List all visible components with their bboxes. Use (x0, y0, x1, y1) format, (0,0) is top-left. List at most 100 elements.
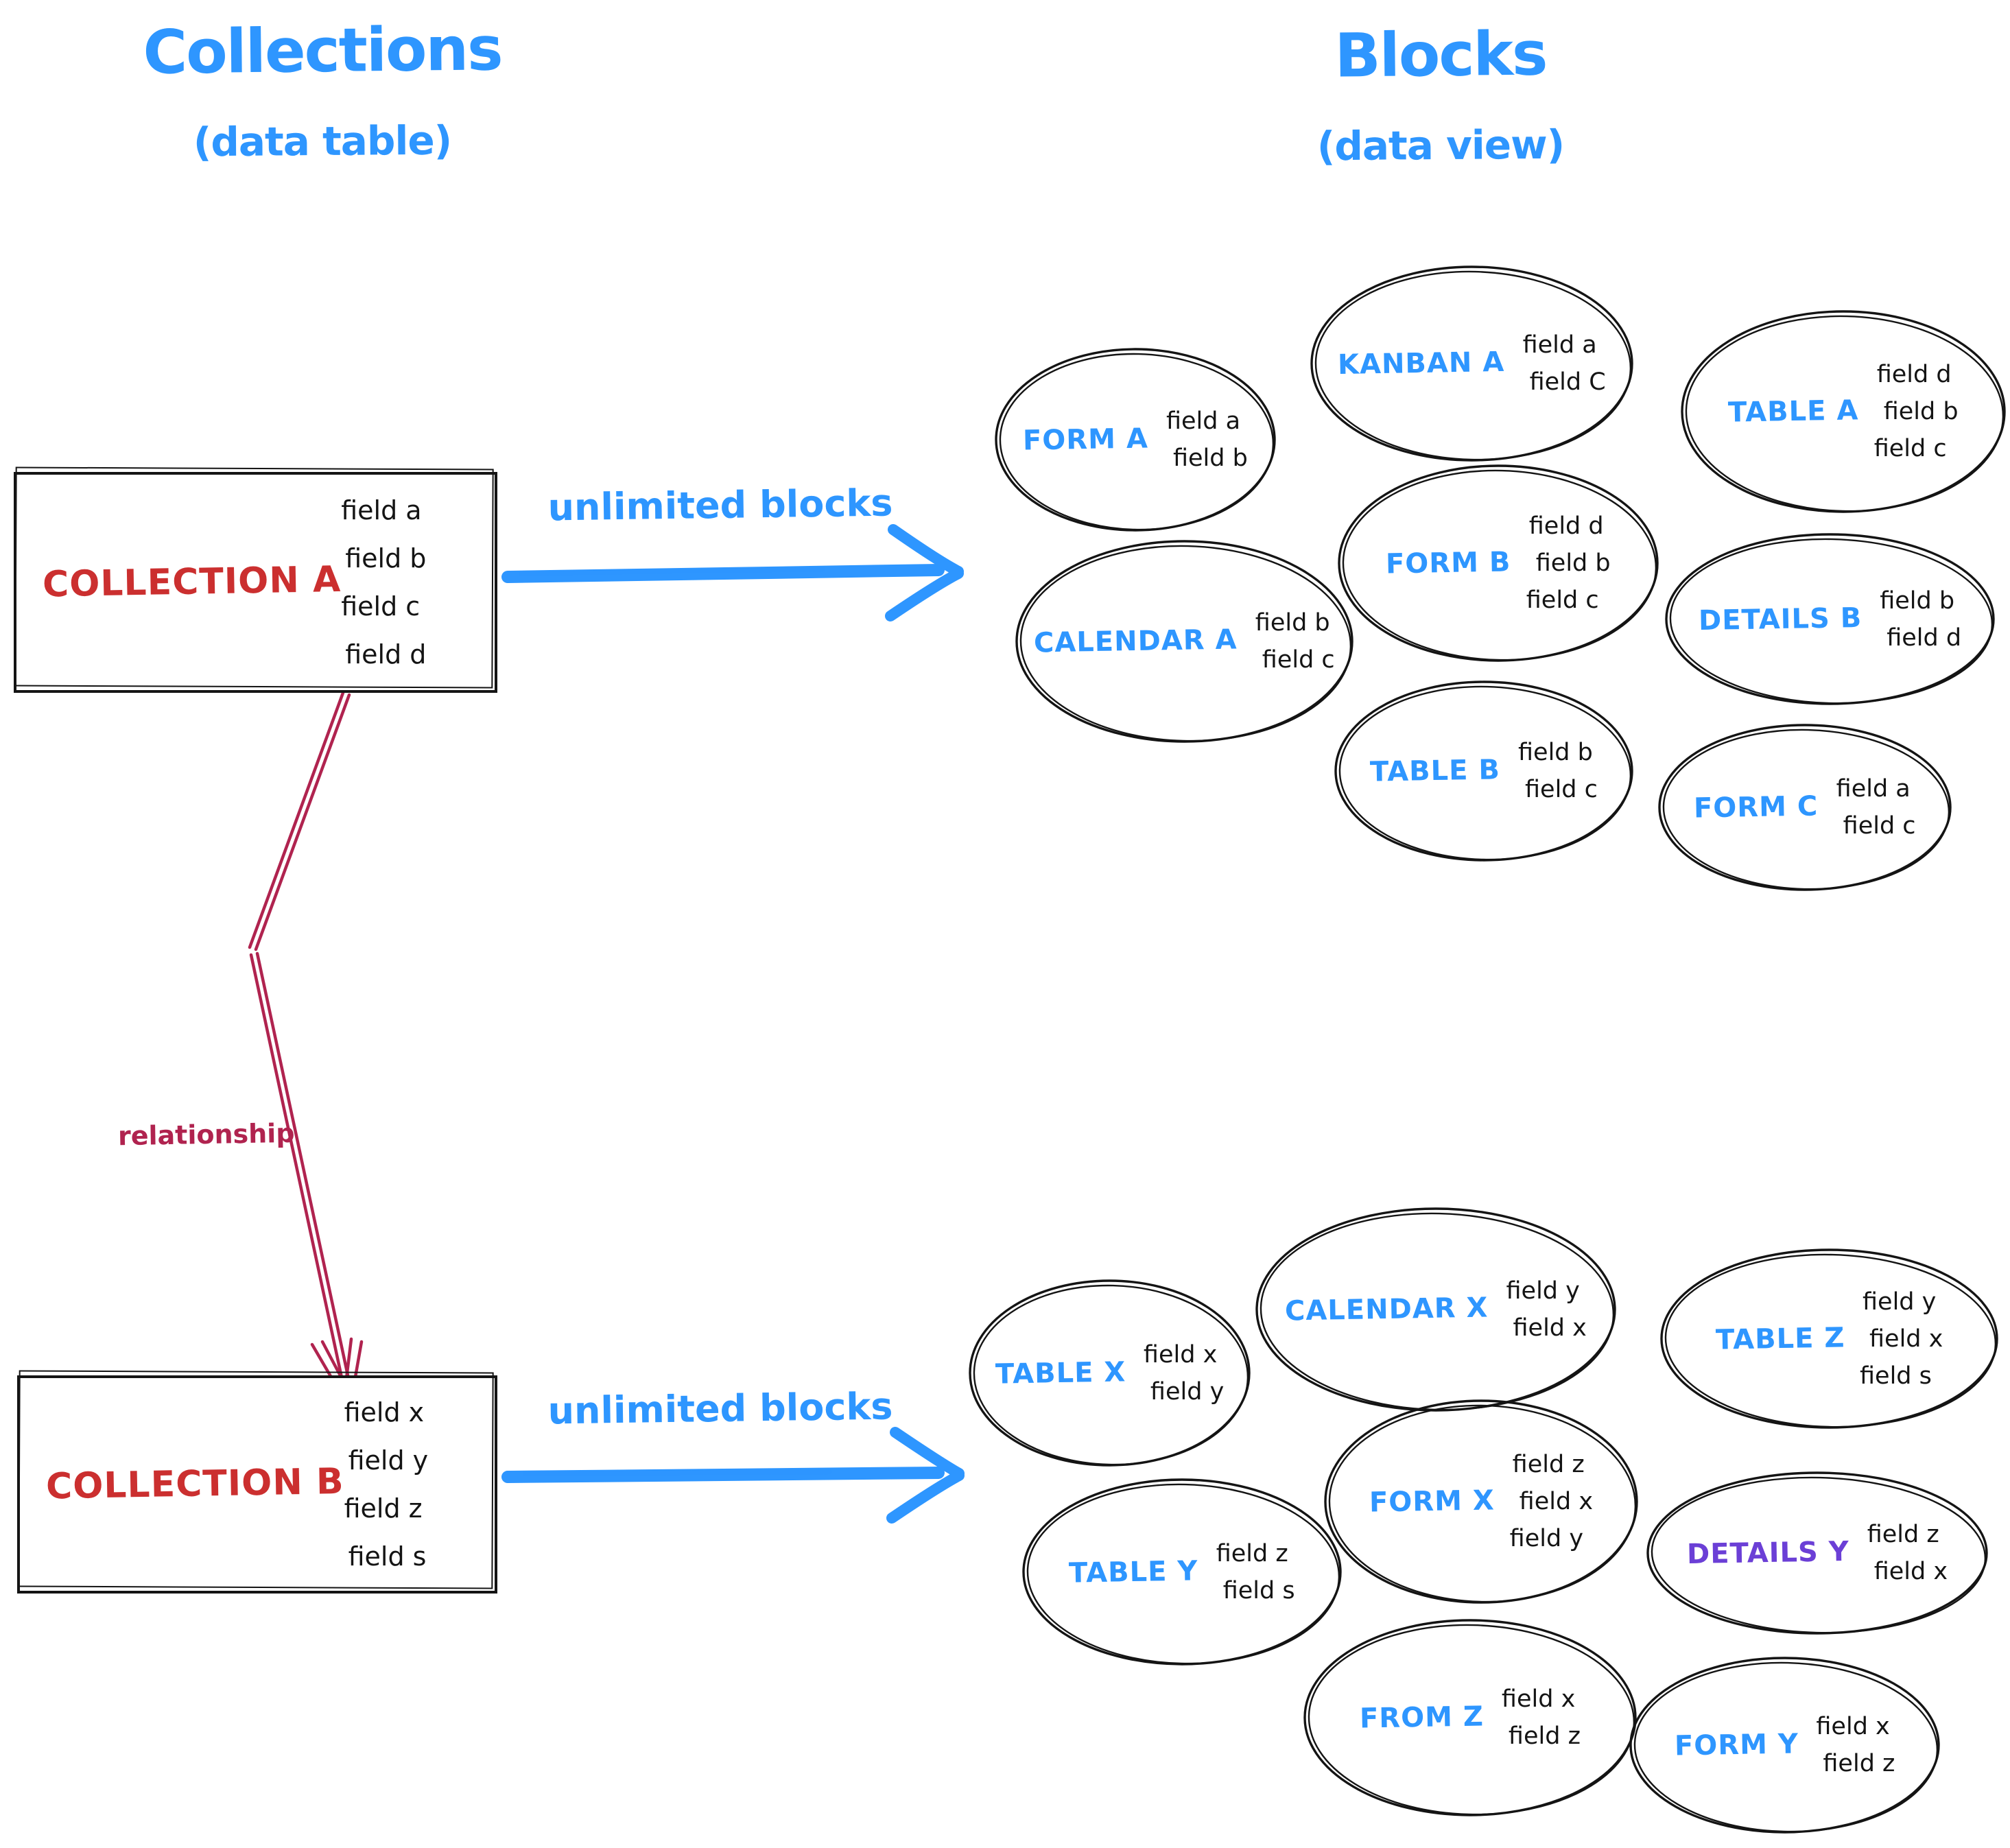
collection-b-fields: field x field y field z field s (344, 1397, 477, 1572)
block-table-y: TABLE Y field z field s (1021, 1477, 1343, 1667)
block-field: field z (1512, 1451, 1585, 1478)
block-field: field d (1876, 361, 1952, 388)
block-field: field b (1880, 587, 1955, 615)
block-ellipse-outline (1324, 1399, 1638, 1604)
block-label: TABLE B (1369, 754, 1501, 788)
block-field: field c (1526, 587, 1599, 614)
block-label: FORM X (1369, 1484, 1495, 1519)
collection-field: field d (345, 639, 427, 670)
block-field: field s (1222, 1576, 1295, 1604)
blocks-title: Blocks (1334, 18, 1547, 91)
block-field: field y (1506, 1277, 1580, 1305)
block-field: field z (1508, 1722, 1581, 1750)
block-content: TABLE B field b field c (1349, 739, 1618, 803)
block-field: field c (1843, 812, 1916, 840)
collection-field: field x (344, 1397, 425, 1428)
relationship-label: relationship (117, 1117, 295, 1152)
block-field: field x (1869, 1325, 1943, 1353)
collection-field: field s (348, 1541, 427, 1572)
block-field: field x (1873, 1558, 1948, 1585)
block-from-z: FROM Z field x field z (1302, 1618, 1638, 1818)
block-field: field y (1150, 1377, 1225, 1406)
block-field: field a (1522, 331, 1597, 359)
block-fields: field d field b field c (1873, 361, 1959, 462)
block-fields: field d field b field c (1526, 512, 1611, 614)
block-fields: field b field c (1518, 739, 1598, 803)
block-field: field b (1883, 398, 1959, 425)
collections-subtitle: (data table) (193, 117, 452, 166)
block-ellipse-outline (1665, 533, 1995, 705)
block-field: field z (1867, 1521, 1939, 1548)
block-ellipse-outline (1303, 1619, 1637, 1816)
block-content: TABLE Y field z field s (1048, 1540, 1315, 1604)
block-field: field z (1216, 1539, 1288, 1567)
block-label: FORM Y (1674, 1728, 1799, 1762)
block-content: FROM Z field x field z (1339, 1685, 1601, 1750)
block-ellipse-outline (1310, 265, 1633, 462)
block-field: field b (1535, 549, 1611, 577)
block-ellipse-outline (1629, 1657, 1940, 1834)
collection-field: field b (345, 543, 427, 573)
block-field: field d (1887, 624, 1962, 652)
block-fields: field a field C (1523, 331, 1606, 396)
block-field: field b (1517, 739, 1593, 766)
collection-field: field c (341, 591, 421, 621)
block-field: field d (1528, 512, 1604, 540)
block-ellipse-outline (1660, 1248, 1998, 1429)
collection-b-name: COLLECTION B (45, 1460, 345, 1508)
block-label: TABLE Y (1069, 1554, 1199, 1589)
block-field: field y (1509, 1525, 1584, 1552)
collection-field: field y (348, 1445, 429, 1476)
unlimited-blocks-label-b: unlimited blocks (547, 1384, 893, 1433)
block-fields: field b field d (1880, 587, 1961, 652)
block-label: TABLE A (1728, 394, 1860, 429)
collections-title: Collections (143, 13, 502, 88)
block-ellipse-outline (969, 1279, 1251, 1467)
block-ellipse-outline (1681, 310, 2006, 513)
relationship-line (248, 691, 364, 1397)
block-fields: field z field s (1216, 1540, 1295, 1604)
block-table-b: TABLE B field b field c (1333, 679, 1635, 863)
block-label: FORM C (1694, 790, 1819, 825)
block-field: field c (1524, 776, 1598, 803)
block-field: field b (1255, 609, 1330, 637)
block-field: field x (1816, 1713, 1890, 1740)
collection-field: field z (344, 1493, 423, 1524)
block-ellipse-outline (1015, 540, 1353, 743)
block-field: field c (1262, 646, 1335, 674)
block-label: FROM Z (1359, 1701, 1485, 1735)
block-label: CALENDAR X (1284, 1292, 1489, 1327)
unlimited-blocks-arrow-a (501, 524, 964, 621)
block-content: TABLE A field d field b field c (1707, 361, 1978, 462)
block-field: field x (1501, 1685, 1576, 1713)
block-ellipse-outline (1338, 464, 1659, 662)
block-field: field C (1529, 368, 1606, 396)
block-field: field c (1873, 435, 1947, 462)
